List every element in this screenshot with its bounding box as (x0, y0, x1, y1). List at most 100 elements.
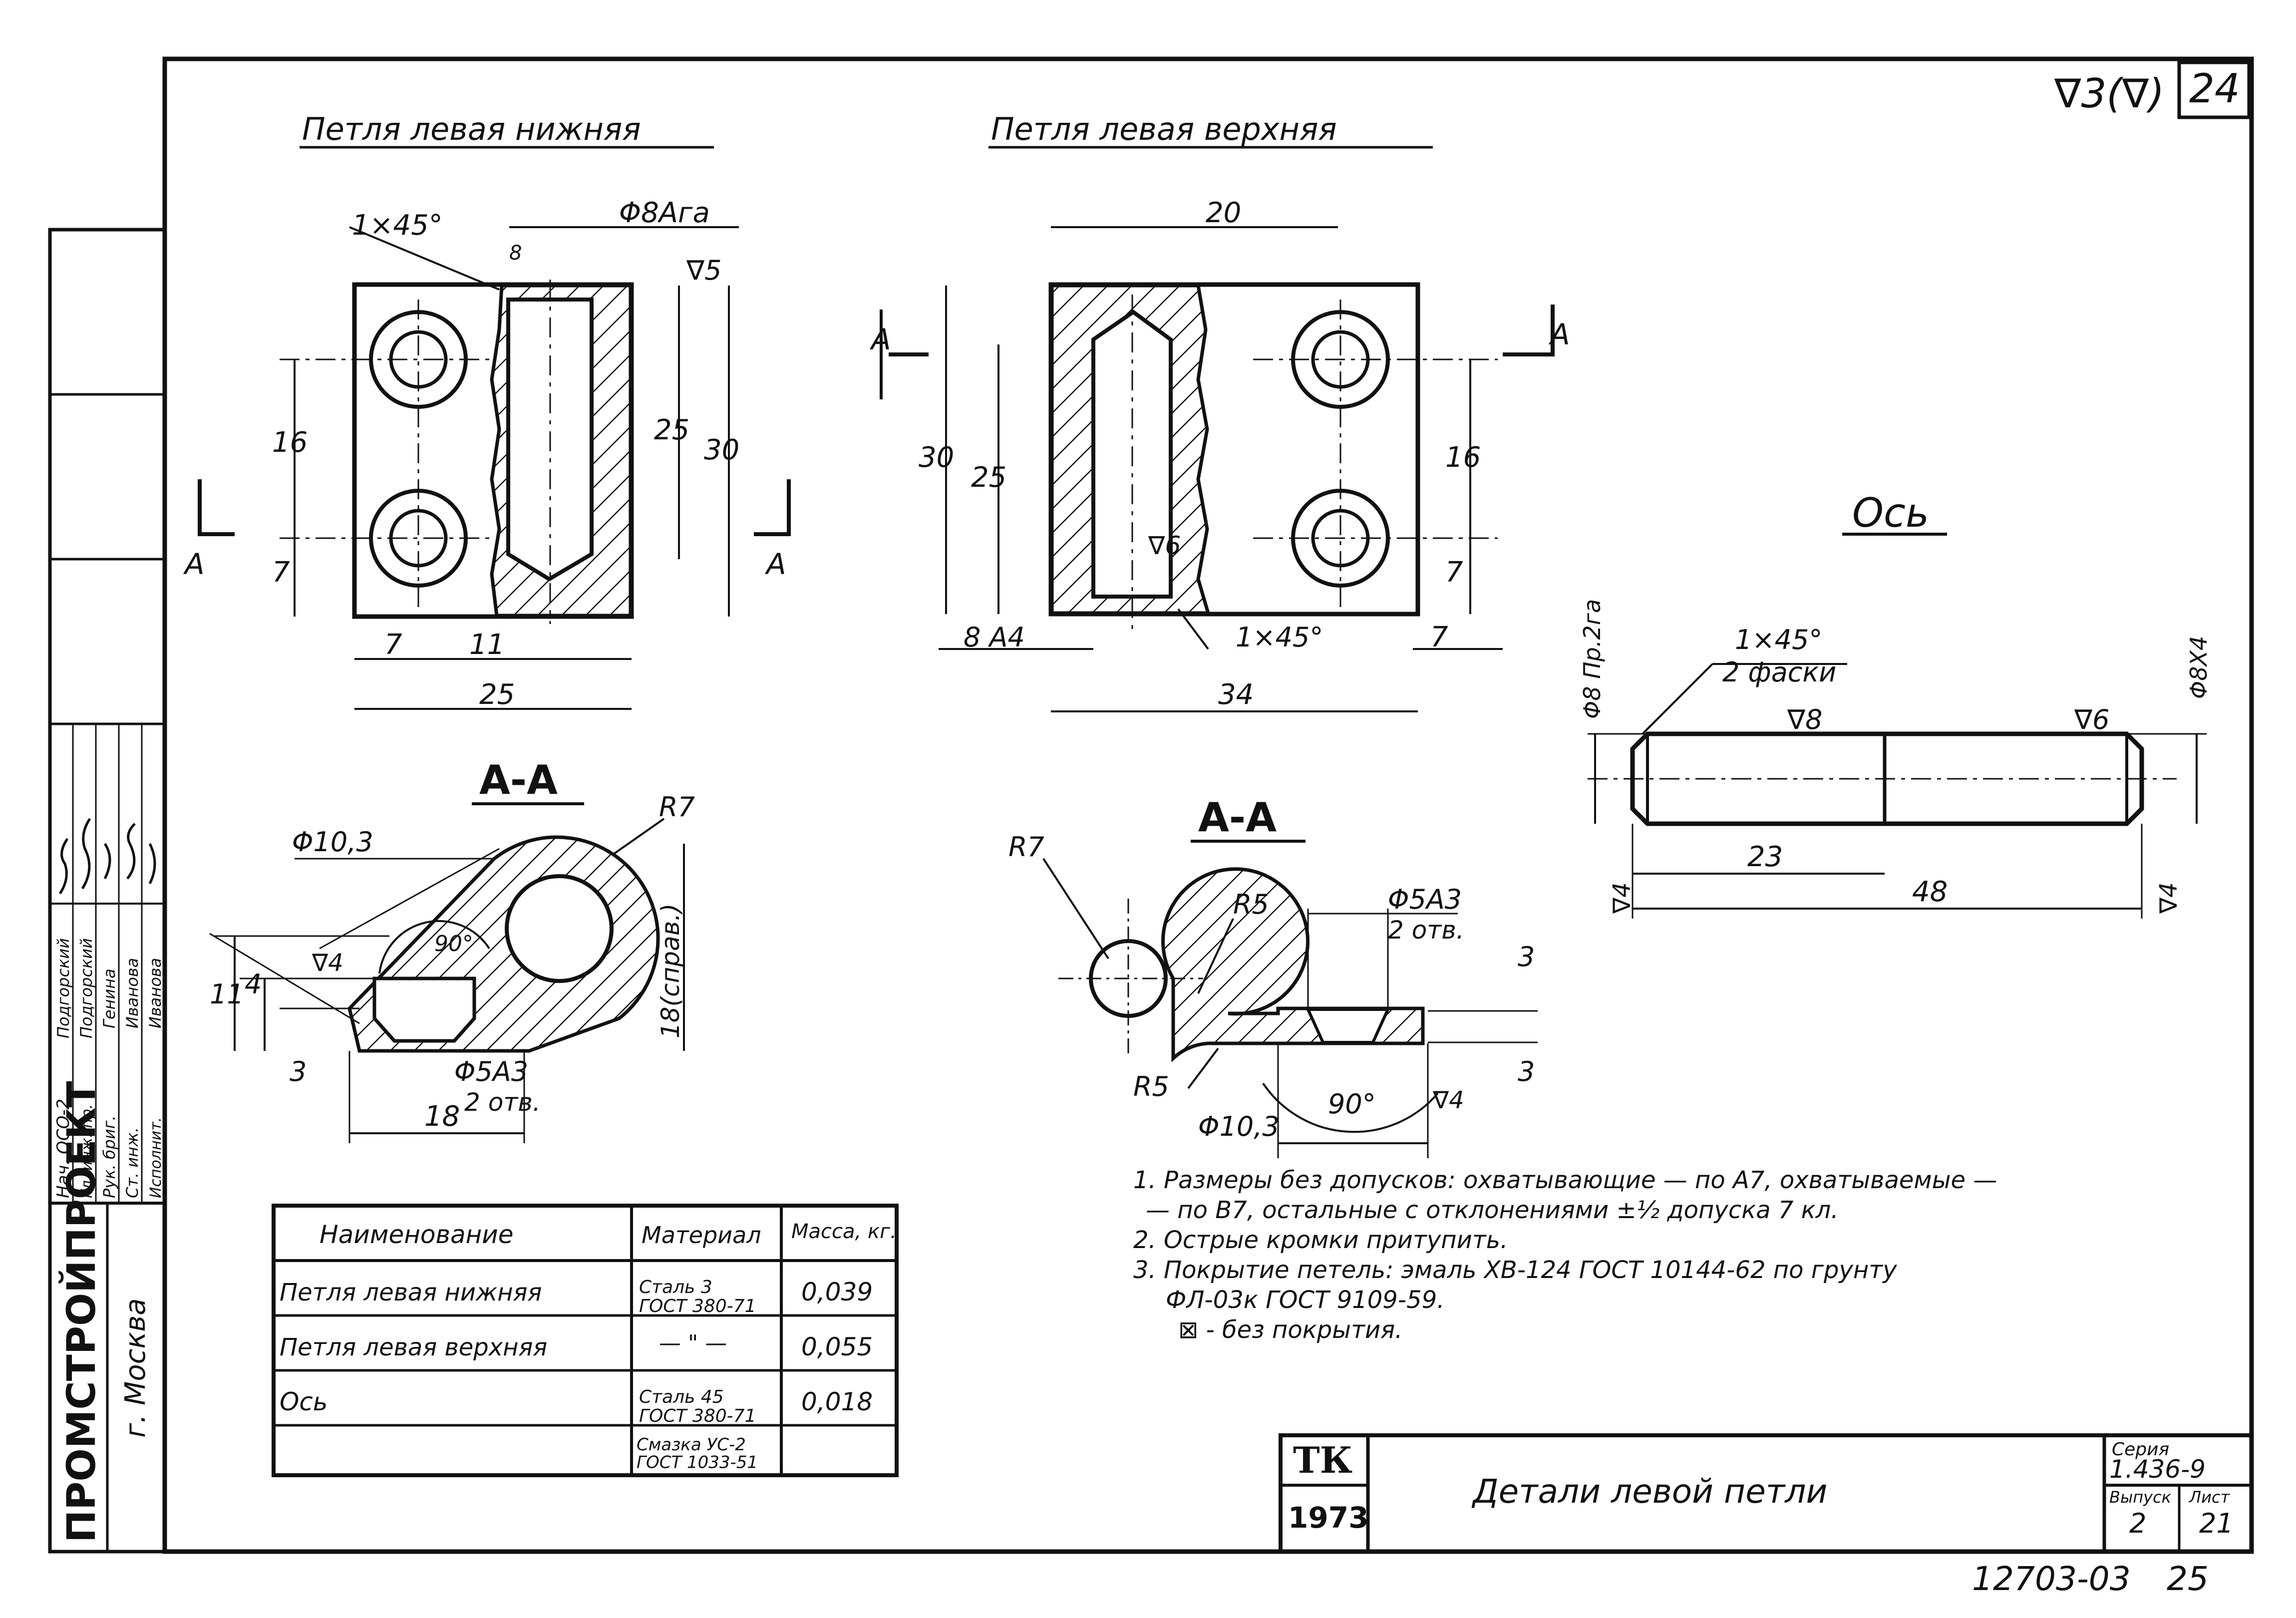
stamp-org: ПРОМСТРОЙПРОЕКТ (58, 1081, 104, 1543)
lower-chamfer: 1×45° (352, 209, 443, 242)
lower-section-mark-right: А (764, 547, 786, 581)
corner-number: 24 (2189, 65, 2240, 112)
sec2-r4: ∇4 (1432, 1086, 1464, 1114)
title-sheet: 21 (2199, 1508, 2234, 1539)
sec1-r7: R7 (659, 791, 695, 823)
parts-table (272, 1204, 899, 1477)
title-year: 1973 (1288, 1501, 1368, 1535)
sec2-r5a: R5 (1233, 889, 1269, 920)
table-header-name: Наименование (320, 1220, 514, 1249)
lower-loop-view (198, 226, 791, 710)
section-right-view (1042, 858, 1538, 1158)
title-block (1279, 1433, 2254, 1554)
sec1-d11: 11 (210, 978, 244, 1010)
sec2-r5b: R5 (1133, 1071, 1169, 1102)
sec1-d3: 3 (290, 1056, 307, 1087)
title-sheet-label: Лист (2189, 1488, 2230, 1507)
table-header-mass: Масса, кг. (791, 1220, 897, 1243)
note-line-6: ⊠ - без покрытия. (1178, 1316, 1402, 1344)
upper-b7: 7 (1430, 621, 1448, 653)
sec1-r4: ∇4 (312, 949, 343, 977)
lower-d16: 16 (272, 426, 308, 459)
upper-chamfer: 1×45° (1236, 622, 1323, 653)
table-row1-mass: 0,039 (801, 1278, 873, 1306)
sec2-a90: 90° (1328, 1088, 1376, 1120)
table-row3-name: Ось (280, 1387, 328, 1416)
lower-b7: 7 (384, 629, 402, 661)
table-row3-mass: 0,018 (801, 1387, 873, 1416)
lower-loop-title: Петля левая нижняя (302, 111, 641, 147)
stamp-role-2: Гл. инж. пр. (78, 1104, 96, 1198)
notes-block: 1. Размеры без допусков: охватывающие — … (1133, 1166, 1997, 1344)
title-name: Детали левой петли (1471, 1472, 1827, 1511)
sec2-d103: Φ10,3 (1198, 1111, 1280, 1142)
note-line-3: 2. Острые кромки притупить. (1133, 1226, 1508, 1254)
section-left-view (209, 818, 685, 1143)
upper-a4: 8 A4 (964, 622, 1025, 653)
lower-d7: 7 (272, 556, 290, 589)
sec2-d3a: 3 (1518, 941, 1535, 972)
axle-r4a: ∇4 (1608, 882, 1636, 914)
axle-r6: ∇6 (2074, 704, 2109, 735)
sec2-holes: 2 отв. (1388, 916, 1464, 945)
sec2-d3b: 3 (1518, 1056, 1535, 1087)
axle-title: Ось (1852, 490, 1929, 536)
lower-d25: 25 (654, 414, 689, 446)
sec1-a90: 90° (434, 931, 473, 957)
stamp-name-4: Иванова (123, 958, 142, 1028)
lower-small8: 8 (509, 242, 522, 265)
section-right-title: А-А (1198, 794, 1277, 841)
upper-section-mark-right: А (1548, 318, 1570, 351)
title-issue: 2 (2129, 1508, 2146, 1539)
corner-number-box (2177, 60, 2251, 119)
footer-page: 25 (2167, 1560, 2209, 1598)
note-line-5: ФЛ-03к ГОСТ 9109-59. (1166, 1286, 1445, 1314)
axle-view (1588, 663, 2207, 919)
title-series: 1.436-9 (2109, 1455, 2206, 1484)
upper-d7: 7 (1445, 556, 1463, 589)
note-line-2: — по B7, остальные с отклонениями ±½ доп… (1146, 1196, 1839, 1224)
upper-d16: 16 (1445, 441, 1481, 474)
stamp-role-5: Исполнит. (147, 1117, 165, 1198)
title-issue-label: Выпуск (2109, 1488, 2172, 1507)
axle-chamfers2: 2 фаски (1722, 656, 1836, 688)
upper-loop-title: Петля левая верхняя (991, 111, 1337, 147)
axle-left-dia: Φ8 Пр.2га (1579, 599, 1606, 719)
axle-right-dia: Φ8X4 (2185, 636, 2212, 699)
upper-b34: 34 (1218, 678, 1254, 711)
lower-bore: Φ8Aга (619, 197, 710, 229)
lower-r5: ∇5 (686, 255, 721, 286)
table-row2-name: Петля левая верхняя (280, 1333, 547, 1361)
stamp-role-1: Нач. ОСО-2 (53, 1099, 73, 1198)
axle-chamfer: 1×45° (1735, 624, 1822, 655)
stamp-name-3: Генина (100, 969, 119, 1028)
upper-r6: ∇6 (1148, 531, 1181, 560)
table-header-material: Материал (642, 1222, 761, 1249)
lower-b11: 11 (469, 629, 505, 661)
note-line-4: 3. Покрытие петель: эмаль ХВ-124 ГОСТ 10… (1133, 1256, 1897, 1284)
stamp-name-5: Иванова (146, 958, 165, 1028)
table-row2-material: — " — (659, 1330, 727, 1356)
sec2-hole: Φ5A3 (1388, 884, 1462, 915)
sec1-hole: Φ5A3 (454, 1056, 528, 1087)
table-row2-mass: 0,055 (801, 1332, 873, 1361)
footer-code: 12703-03 (1972, 1560, 2131, 1598)
note-line-1: 1. Размеры без допусков: охватывающие — … (1133, 1166, 1997, 1194)
side-stamp (48, 228, 167, 1554)
sec2-r7: R7 (1008, 831, 1044, 863)
signatures (58, 818, 156, 895)
axle-r4b: ∇4 (2155, 882, 2183, 914)
sec1-d18v: 18(справ.) (656, 903, 685, 1038)
upper-d30: 30 (919, 441, 954, 474)
upper-section-mark-left: А (869, 323, 891, 356)
upper-loop-view (880, 226, 1555, 712)
axle-r8: ∇8 (1787, 704, 1822, 735)
lower-d30: 30 (704, 434, 739, 466)
sec1-d18: 18 (424, 1100, 460, 1133)
stamp-name-1: Подгорский (54, 938, 73, 1038)
lower-b25: 25 (479, 678, 515, 711)
